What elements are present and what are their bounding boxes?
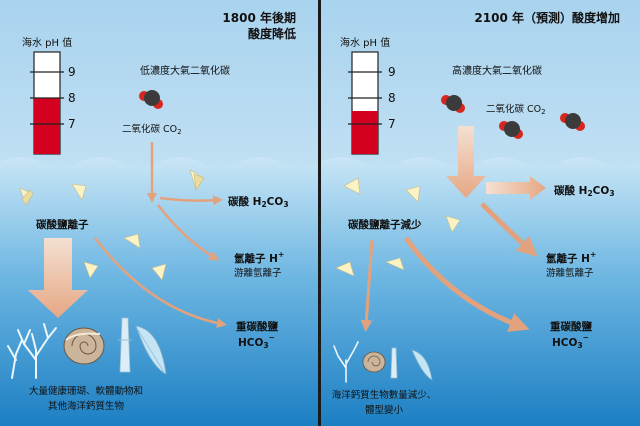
right-ph-fill — [352, 111, 378, 154]
left-nautilus-icon — [63, 327, 105, 365]
panel-divider — [318, 0, 321, 426]
right-caption-line1: 海洋鈣質生物數量減少、 — [332, 389, 437, 401]
right-bicarbonate-formula: HCO3− — [552, 333, 589, 350]
left-caption-line2: 其他海洋鈣質生物 — [48, 400, 125, 412]
right-carbonic-arrow — [486, 176, 546, 200]
right-co2-label: 二氧化碳 CO2 — [486, 103, 546, 116]
right-co2-arrow — [446, 126, 486, 198]
left-free-hydrogen: 游離氫離子 — [234, 267, 282, 279]
left-crystals — [19, 169, 205, 281]
right-title: 2100 年（預測）酸度增加 — [474, 10, 620, 25]
left-carbonic-arrow — [159, 195, 223, 206]
right-carbonic-acid: 碳酸 H2CO3 — [554, 184, 615, 198]
right-co2-molecules — [441, 95, 585, 139]
left-ph-gauge: 9 8 7 — [30, 51, 76, 155]
left-bicarbonate: 重碳酸鹽 — [236, 320, 278, 333]
right-pteropod-icon — [390, 347, 398, 379]
right-nautilus-icon — [362, 351, 386, 373]
right-caption-line2: 體型變小 — [365, 404, 404, 416]
right-tick-8: 8 — [388, 91, 396, 105]
right-hydrogen-arrow — [480, 202, 538, 257]
left-atmo-label: 低濃度大氣二氧化碳 — [140, 64, 230, 77]
right-bicarbonate: 重碳酸鹽 — [550, 320, 592, 333]
right-bicarbonate-arrow — [403, 236, 530, 332]
left-ph-fill — [34, 98, 60, 154]
left-co2-molecule — [139, 90, 163, 109]
left-big-down-arrow — [28, 238, 88, 318]
left-title-line1: 1800 年後期 — [222, 10, 296, 25]
right-feather-icon — [411, 349, 433, 381]
left-pteropod-icon — [118, 317, 132, 373]
left-feather-icon — [135, 325, 167, 375]
left-bicarbonate-arrow — [94, 237, 227, 328]
left-ph-label: 海水 pH 值 — [22, 36, 72, 49]
left-hydrogen-ion: 氫離子 H+ — [234, 250, 284, 265]
left-caption-line1: 大量健康珊瑚、軟體動物和 — [29, 385, 143, 397]
right-crystals — [335, 177, 461, 277]
left-hydrogen-arrow — [157, 204, 220, 261]
left-tick-9: 9 — [68, 65, 76, 79]
right-tick-9: 9 — [388, 65, 396, 79]
left-coral-icon — [7, 323, 57, 379]
right-tick-7: 7 — [388, 117, 396, 131]
right-panel: 2100 年（預測）酸度增加 海水 pH 值 9 8 7 高濃度大氣二氧化碳 二… — [321, 0, 640, 426]
left-tick-8: 8 — [68, 91, 76, 105]
right-sea — [321, 157, 640, 426]
right-ph-label: 海水 pH 值 — [340, 36, 390, 49]
right-hydrogen-ion: 氫離子 H+ — [546, 250, 596, 265]
left-tick-7: 7 — [68, 117, 76, 131]
right-down-arrow — [360, 239, 374, 332]
left-panel: 1800 年後期 酸度降低 海水 pH 值 9 8 7 低濃度大氣二氧化碳 二氧… — [0, 0, 318, 426]
right-atmo-label: 高濃度大氣二氧化碳 — [452, 64, 542, 77]
left-carbonate-ion: 碳酸鹽離子 — [36, 218, 89, 231]
left-bicarbonate-formula: HCO3− — [238, 333, 275, 350]
right-free-hydrogen: 游離氫離子 — [546, 267, 594, 279]
left-co2-label: 二氧化碳 CO2 — [122, 123, 182, 136]
right-ph-gauge: 9 8 7 — [348, 51, 396, 155]
right-coral-icon — [333, 341, 359, 383]
left-carbonic-acid: 碳酸 H2CO3 — [228, 195, 289, 209]
right-carbonate-ion: 碳酸鹽離子減少 — [348, 218, 422, 231]
left-title-line2: 酸度降低 — [248, 26, 296, 41]
